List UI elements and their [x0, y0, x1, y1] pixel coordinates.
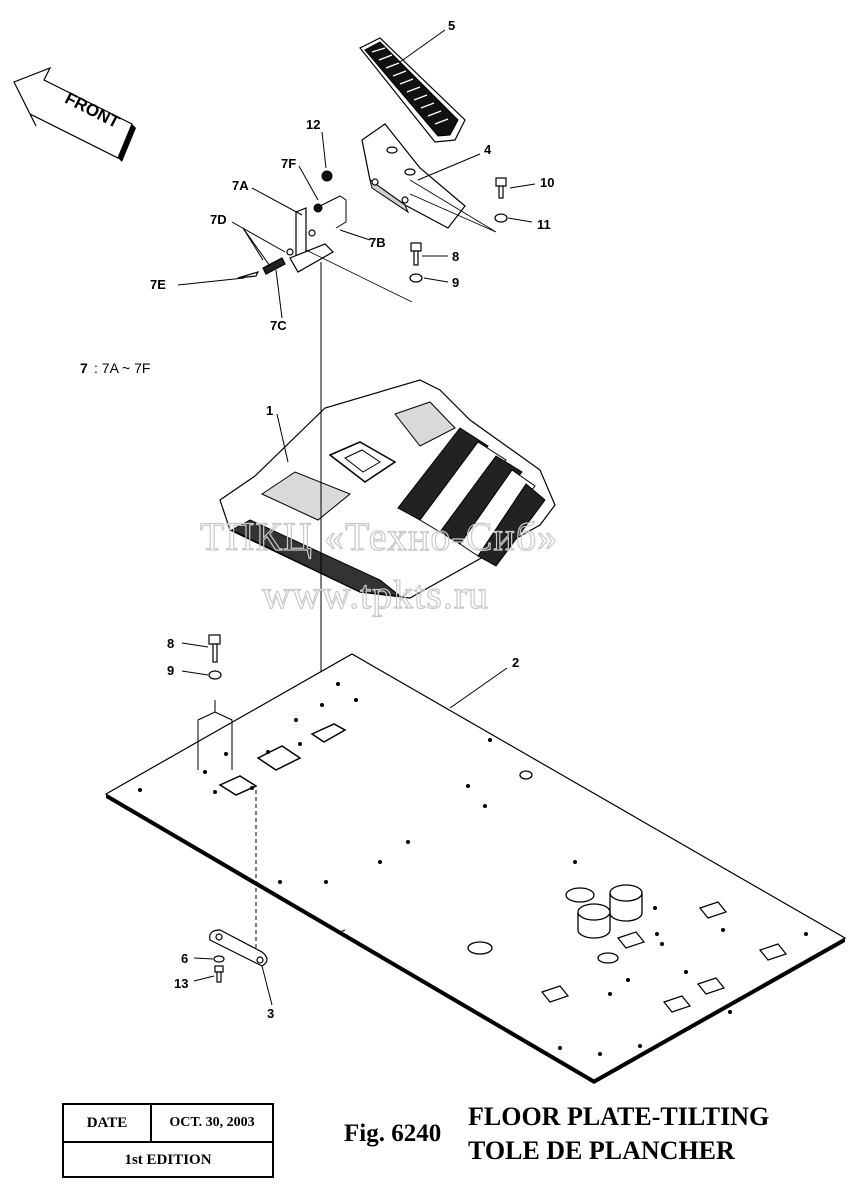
- group-note-number: 7: [80, 360, 88, 376]
- callout-6: 6: [181, 951, 188, 966]
- callout-2: 2: [512, 655, 519, 670]
- callout-7F: 7F: [281, 156, 296, 171]
- date-label: DATE: [64, 1105, 152, 1141]
- callout-1: 1: [266, 403, 273, 418]
- callout-8-upper: 8: [452, 249, 459, 264]
- date-row: DATE OCT. 30, 2003: [64, 1105, 272, 1143]
- date-value: OCT. 30, 2003: [169, 1115, 255, 1130]
- group-note-text: : 7A ~ 7F: [94, 360, 150, 376]
- callout-7E: 7E: [150, 277, 166, 292]
- callout-7B: 7B: [369, 235, 386, 250]
- callout-7D: 7D: [210, 212, 227, 227]
- front-arrow: FRONT: [13, 66, 136, 162]
- washer-6: [213, 955, 225, 963]
- callout-9-upper: 9: [452, 275, 459, 290]
- callout-3: 3: [267, 1006, 274, 1021]
- callout-4: 4: [484, 142, 492, 157]
- leader-lines: [177, 29, 536, 1006]
- callout-8-lower: 8: [167, 636, 174, 651]
- figure-title-french: TOLE DE PLANCHER: [468, 1136, 735, 1165]
- washer-9-lower: [208, 670, 222, 680]
- floor-plate: [104, 653, 847, 1084]
- bolt-8-lower: [208, 634, 221, 663]
- callout-10: 10: [540, 175, 554, 190]
- date-box: DATE OCT. 30, 2003 1st EDITION: [62, 1103, 274, 1178]
- hinge-plate-3: [209, 929, 268, 967]
- callout-9-lower: 9: [167, 663, 174, 678]
- floor-mat: [219, 379, 556, 599]
- fastener-leader: [197, 700, 233, 770]
- callout-7A: 7A: [232, 178, 249, 193]
- pedal-pad: [359, 37, 466, 143]
- pedal-bracket: [361, 123, 466, 229]
- mat-ribs: [397, 427, 546, 567]
- washer-9-upper: [409, 273, 423, 283]
- screw-13: [214, 965, 224, 983]
- washer-11: [494, 213, 508, 223]
- edition-label: 1st EDITION: [124, 1152, 212, 1168]
- callout-5: 5: [448, 18, 455, 33]
- figure-title-english: FLOOR PLATE-TILTING: [468, 1102, 770, 1131]
- callout-7C: 7C: [270, 318, 287, 333]
- watermark-line-1: ТПКЦ «Техно-Сиб»: [200, 514, 558, 559]
- callout-12: 12: [306, 117, 320, 132]
- nut-12: [321, 170, 333, 182]
- callout-11: 11: [537, 217, 551, 232]
- pivot-assembly-7: [237, 195, 347, 279]
- figure-number: Fig. 6240: [344, 1120, 442, 1147]
- figure-title: FLOOR PLATE-TILTING TOLE DE PLANCHER: [468, 1100, 769, 1168]
- bolt-8-upper: [410, 242, 422, 266]
- callout-13: 13: [174, 976, 188, 991]
- watermark-line-2: www.tpkts.ru: [262, 572, 489, 617]
- bolt-10: [495, 177, 507, 199]
